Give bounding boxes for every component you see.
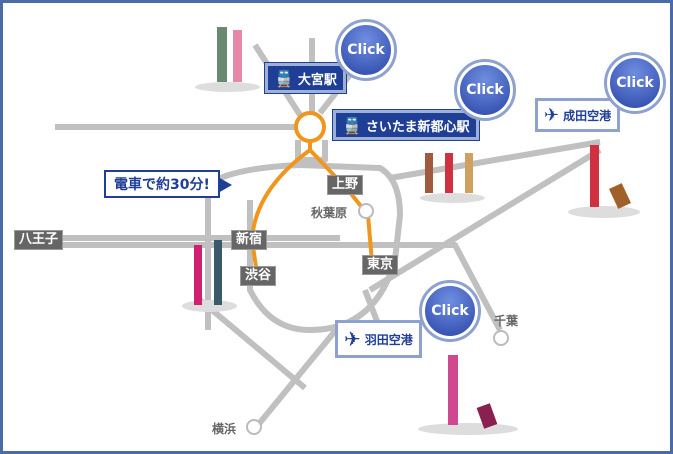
- travel-time-callout: 電車で約30分!: [104, 170, 232, 198]
- station-akihabara-dot: [358, 203, 374, 219]
- train-icon: 🚆: [342, 115, 362, 135]
- station-chiba-dot: [493, 330, 509, 346]
- station-saitama-shintoshin-button[interactable]: 🚆 さいたま新都心駅: [332, 109, 480, 141]
- station-omiya-button[interactable]: 🚆 大宮駅: [264, 62, 347, 94]
- station-shinjuku: 新宿: [231, 230, 268, 250]
- airport-haneda-button[interactable]: ✈ 羽田空港: [335, 320, 422, 358]
- click-omiya-button[interactable]: Click: [335, 19, 397, 81]
- click-saitama-button[interactable]: Click: [454, 59, 516, 121]
- train-icon: 🚆: [274, 68, 294, 88]
- illustration-shibuya-couple: [182, 240, 237, 312]
- airplane-icon: ✈: [544, 104, 560, 126]
- station-chiba-label: 千葉: [494, 314, 519, 328]
- airplane-icon: ✈: [344, 327, 361, 351]
- station-yokohama-label: 横浜: [212, 422, 237, 436]
- click-narita-button[interactable]: Click: [604, 52, 666, 114]
- station-shibuya: 渋谷: [240, 266, 277, 286]
- station-yokohama-dot: [246, 419, 262, 435]
- line-yokohama: [255, 323, 343, 427]
- junction-circle: [294, 111, 326, 143]
- illustration-traveler-narita: [568, 140, 640, 218]
- line-narita: [368, 139, 602, 293]
- airport-narita-button[interactable]: ✈ 成田空港: [535, 98, 621, 132]
- line-southwest: [198, 297, 307, 391]
- station-hachioji: 八王子: [14, 230, 64, 250]
- station-akihabara-label: 秋葉原: [311, 206, 348, 220]
- route-east: [308, 148, 374, 263]
- line-chuo: [15, 235, 503, 332]
- illustration-traveler-haneda: [418, 350, 518, 435]
- station-ueno: 上野: [327, 175, 364, 195]
- station-tokyo: 東京: [362, 255, 399, 275]
- illustration-walking-couple: [195, 22, 260, 92]
- click-haneda-button[interactable]: Click: [419, 280, 481, 342]
- illustration-cafe-women: [415, 148, 485, 203]
- line-saitama: [295, 140, 328, 163]
